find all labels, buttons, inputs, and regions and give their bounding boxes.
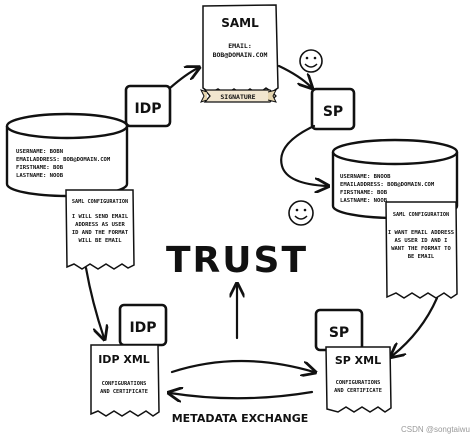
saml-heading: SAML (221, 16, 259, 30)
sp-box-top: SP (310, 87, 356, 131)
idp-box-bottom: IDP (118, 303, 168, 347)
idp-saml-config-note: SAML CONFIGURATION I WILL SEND EMAIL ADD… (65, 189, 135, 270)
saml-email-value: BOB@DOMAIN.COM (213, 51, 268, 59)
idp-xml-line2: AND CERTIFICATE (100, 389, 148, 395)
idp-xml-heading: IDP XML (98, 353, 150, 366)
sp-box-bottom: SP (314, 308, 364, 352)
smiley-face-icon (299, 49, 323, 73)
sp-config-line1: I WANT EMAIL ADDRESS (388, 230, 454, 236)
idp-config-line3: ID AND THE FORMAT (72, 230, 129, 236)
idp-user-firstname: FIRSTNAME: BOB (16, 165, 64, 171)
signature-ribbon: SIGNATURE (200, 89, 277, 103)
trust-title: TRUST (166, 240, 308, 281)
sp-saml-config-note: SAML CONFIGURATION I WANT EMAIL ADDRESS … (385, 201, 458, 299)
sp-label-top: SP (323, 104, 343, 120)
watermark: CSDN @songtaiwu (401, 425, 470, 434)
signature-label: SIGNATURE (220, 93, 255, 101)
sp-config-line4: BE EMAIL (408, 254, 435, 260)
sp-user-firstname: FIRSTNAME: BOB (340, 190, 388, 196)
idp-xml-document: IDP XML CONFIGURATIONS AND CERTIFICATE (90, 344, 160, 417)
metadata-exchange-label: METADATA EXCHANGE (172, 412, 309, 425)
idp-user-email: EMAILADDRESS: BOB@DOMAIN.COM (16, 157, 111, 163)
idp-user-store: USERNAME: BOBN EMAILADDRESS: BOB@DOMAIN.… (5, 112, 129, 198)
arrow-saml-to-sp (277, 64, 311, 87)
sp-xml-heading: SP XML (335, 354, 381, 367)
sp-xml-line1: CONFIGURATIONS (336, 380, 381, 386)
arrow-idp-to-sp-metadata (170, 359, 314, 372)
idp-user-lastname: LASTNAME: NOOB (16, 173, 64, 179)
arrow-sp-to-user-store (280, 124, 327, 186)
idp-xml-line1: CONFIGURATIONS (102, 381, 147, 387)
idp-label-top: IDP (134, 101, 161, 117)
arrow-idp-config-to-xml (84, 266, 104, 338)
sp-label-bottom: SP (329, 325, 349, 341)
idp-label-bottom: IDP (129, 320, 156, 336)
arrow-idp-to-saml (168, 68, 198, 90)
smiley-face-icon (288, 200, 314, 226)
saml-email-label: EMAIL: (228, 42, 251, 50)
sp-config-heading: SAML CONFIGURATION (393, 212, 449, 218)
arrow-sp-config-to-xml (392, 296, 439, 356)
arrow-sp-to-idp-metadata (170, 392, 314, 398)
sp-config-line3: WANT THE FORMAT TO (391, 246, 451, 252)
sp-xml-line2: AND CERTIFICATE (334, 388, 382, 394)
sp-xml-document: SP XML CONFIGURATIONS AND CERTIFICATE (325, 346, 392, 413)
sp-user-email: EMAILADDRESS: BOB@DOMAIN.COM (340, 182, 435, 188)
sp-config-line2: AS USER ID AND I (395, 238, 448, 244)
idp-config-line1: I WILL SEND EMAIL (72, 214, 129, 220)
sp-user-lastname: LASTNAME: NOOB (340, 198, 388, 204)
idp-config-line4: WILL BE EMAIL (78, 238, 122, 244)
idp-config-line2: ADDRESS AS USER (75, 222, 125, 228)
sp-user-username: USERNAME: BNOOB (340, 174, 391, 180)
idp-user-username: USERNAME: BOBN (16, 149, 64, 155)
idp-config-heading: SAML CONFIGURATION (72, 199, 128, 205)
idp-box-top: IDP (124, 84, 172, 128)
saml-document: SAML EMAIL: BOB@DOMAIN.COM (202, 4, 279, 95)
